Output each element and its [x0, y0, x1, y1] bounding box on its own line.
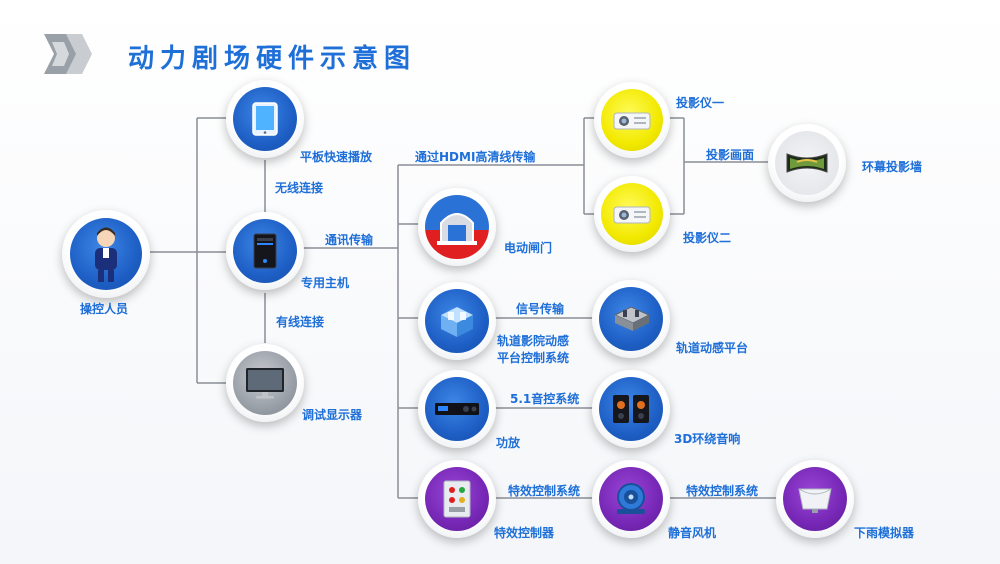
rail-platform-node	[592, 280, 670, 358]
projector-1-node	[594, 82, 670, 158]
gate-label: 电动闸门	[504, 241, 553, 255]
projector-2-node	[594, 176, 670, 252]
rail-control-label-line1: 轨道影院动感	[497, 334, 570, 348]
rail-control-label-line2: 平台控制系统	[497, 351, 570, 365]
tablet-node	[226, 80, 304, 158]
diamond-logo-icon	[44, 34, 92, 74]
monitor-icon	[246, 368, 284, 399]
wireless-connection-label: 无线连接	[275, 181, 324, 195]
speaker-node	[592, 370, 670, 448]
ring-wall-node	[768, 124, 846, 202]
projection-connection-label: 投影画面	[706, 148, 755, 162]
tablet-label: 平板快速播放	[300, 150, 373, 164]
projector-icon	[613, 112, 651, 130]
fan-node	[592, 460, 670, 538]
speaker-icon	[613, 395, 649, 423]
monitor-node	[226, 344, 304, 422]
rail-control-node	[418, 282, 496, 360]
projector-icon	[613, 206, 651, 224]
fan-label: 静音风机	[668, 526, 717, 540]
control-box-icon	[443, 480, 471, 518]
page-title: 动力剧场硬件示意图	[128, 44, 417, 74]
speaker-label: 3D环绕音响	[674, 432, 741, 446]
computer-tower-icon	[253, 233, 277, 269]
operator-label: 操控人员	[80, 302, 129, 316]
wired-connection-label: 有线连接	[276, 315, 325, 329]
signal-connection-label: 信号传输	[516, 302, 565, 316]
effects-controller-label: 特效控制器	[494, 526, 555, 540]
effects-connection-label-1: 特效控制系统	[508, 484, 581, 498]
effects-connection-label-2: 特效控制系统	[686, 484, 759, 498]
tablet-icon	[252, 102, 278, 136]
curved-screen-icon	[786, 153, 828, 173]
rail-platform-label: 轨道动感平台	[676, 341, 749, 355]
person-icon	[95, 227, 117, 282]
rain-node	[776, 460, 854, 538]
projector-2-label: 投影仪二	[683, 231, 732, 245]
rail-control-label: 轨道影院动感 平台控制系统	[497, 333, 587, 367]
blower-fan-icon	[617, 483, 645, 514]
rain-label: 下雨模拟器	[854, 526, 915, 540]
gate-node	[418, 188, 496, 266]
monitor-label: 调试显示器	[302, 408, 363, 422]
comm-connection-label: 通讯传输	[325, 233, 374, 247]
server-system-icon	[441, 307, 473, 337]
host-label: 专用主机	[301, 276, 350, 290]
operator-node	[62, 210, 150, 298]
audio-connection-label: 5.1音控系统	[510, 392, 580, 406]
rain-machine-icon	[798, 488, 832, 513]
ring-wall-label: 环幕投影墙	[862, 160, 923, 174]
gate-icon	[437, 213, 477, 245]
amplifier-icon	[435, 403, 479, 415]
motion-platform-icon	[613, 306, 651, 331]
amplifier-node	[418, 370, 496, 448]
hdmi-connection-label: 通过HDMI高清线传输	[415, 150, 536, 164]
effects-controller-node	[418, 460, 496, 538]
title-bar: 动力剧场硬件示意图	[30, 28, 450, 84]
projector-1-label: 投影仪一	[676, 96, 725, 110]
amplifier-label: 功放	[496, 436, 521, 450]
host-node	[226, 212, 304, 290]
